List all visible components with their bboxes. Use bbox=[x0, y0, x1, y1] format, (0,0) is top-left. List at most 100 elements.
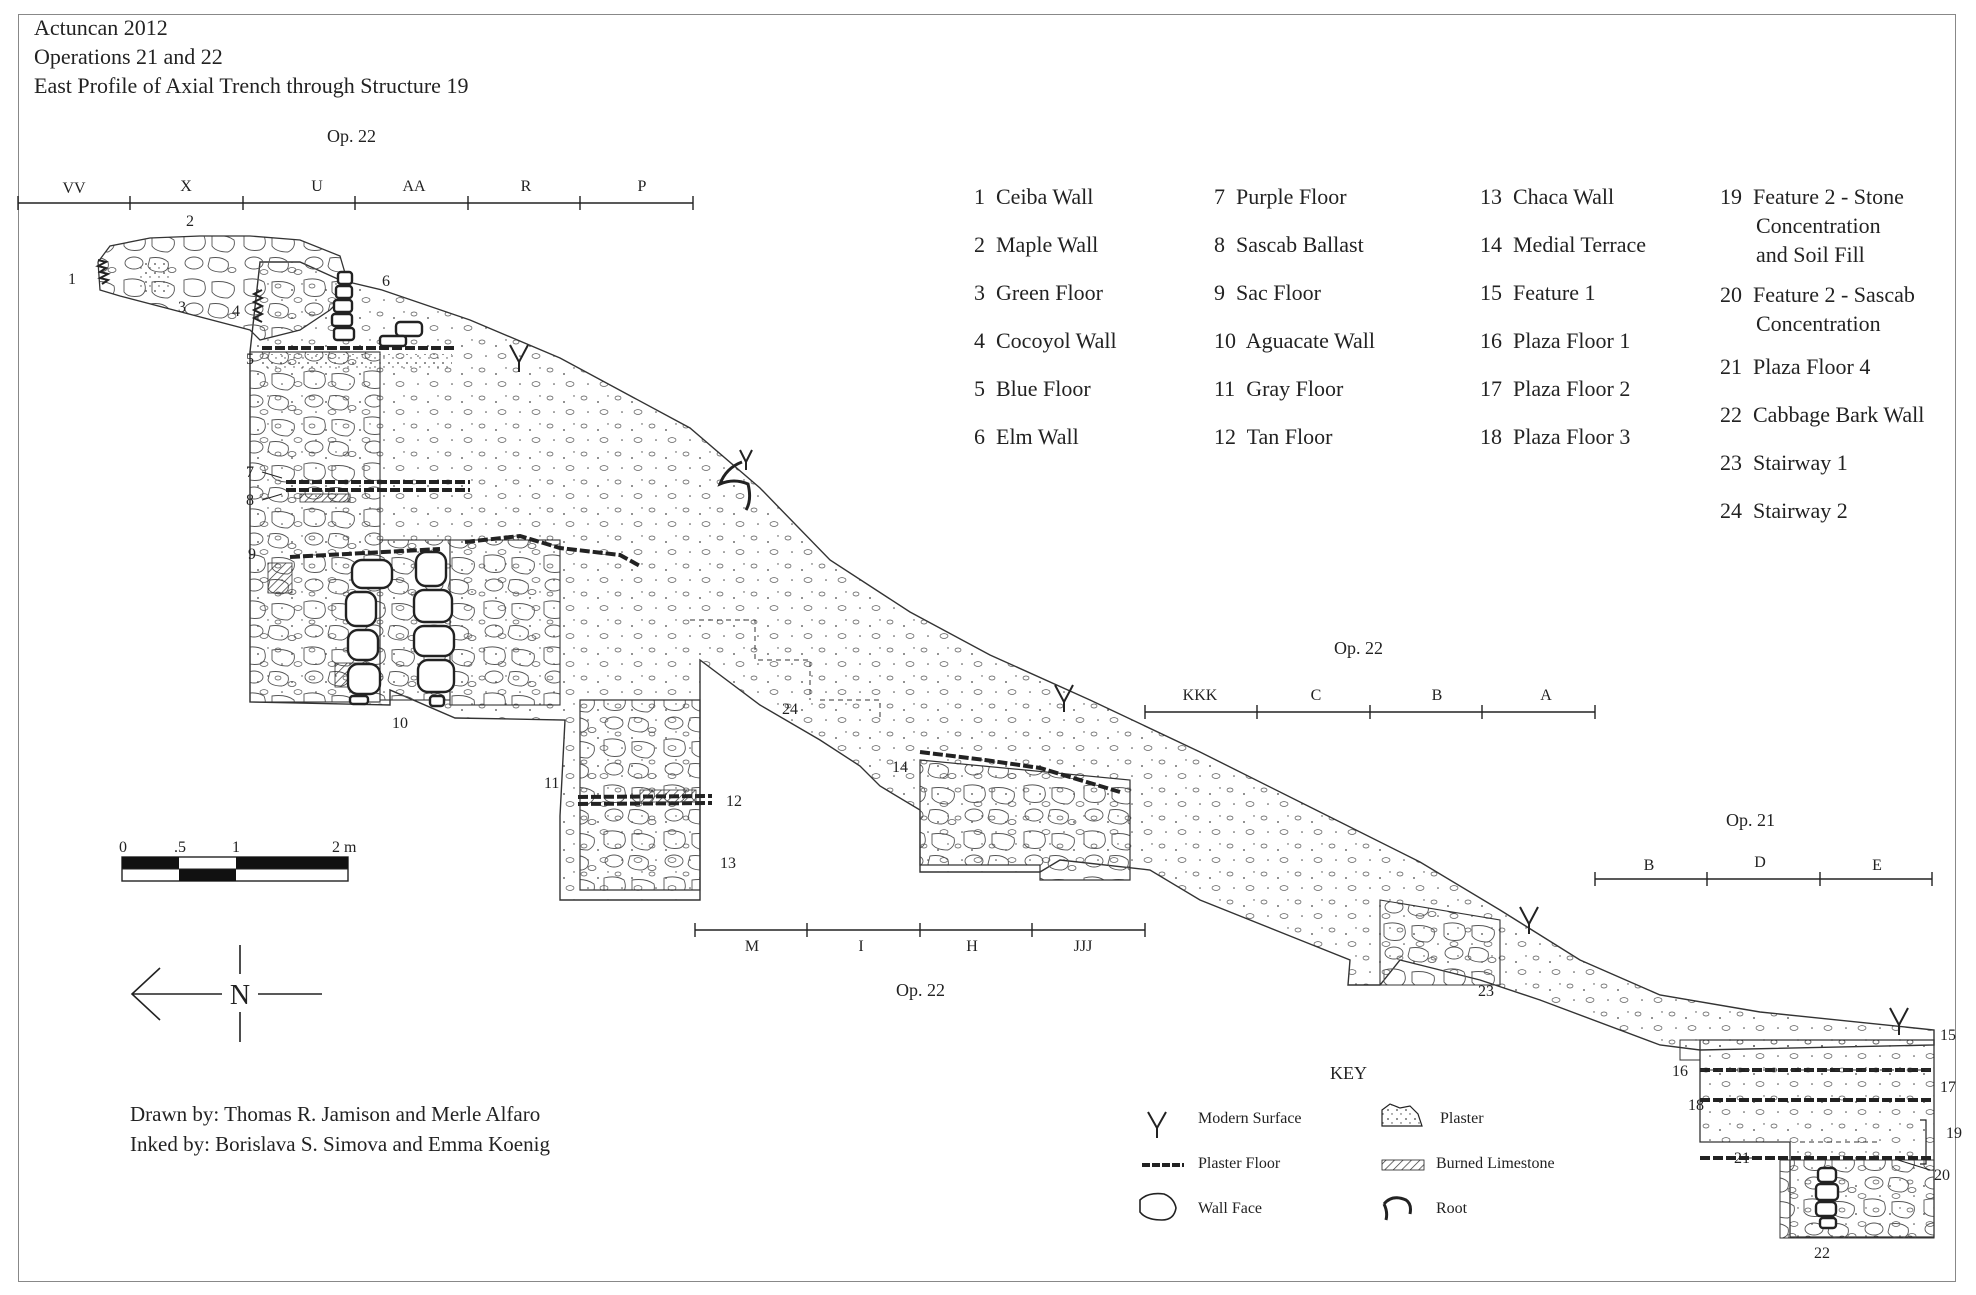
unit-label: B bbox=[1432, 687, 1443, 704]
legend-num: 21 bbox=[1720, 354, 1742, 379]
legend-label: Ceiba Wall bbox=[996, 184, 1094, 209]
op-label-right: Op. 21 bbox=[1726, 810, 1775, 830]
legend-item: 14 Medial Terrace bbox=[1480, 230, 1646, 259]
modern-surface-icon bbox=[1147, 1111, 1167, 1138]
profile-label: 9 bbox=[248, 546, 256, 563]
profile-label: 11 bbox=[544, 775, 559, 792]
legend-label: Feature 2 - Stone bbox=[1753, 184, 1904, 209]
legend-label: Sascab Ballast bbox=[1236, 232, 1364, 257]
unit-label: JJJ bbox=[1074, 938, 1093, 955]
legend-item: 5 Blue Floor bbox=[974, 374, 1091, 403]
profile-label: 23 bbox=[1478, 983, 1494, 1000]
drawing-frame bbox=[18, 14, 1956, 1282]
legend-item: 22 Cabbage Bark Wall bbox=[1720, 400, 1924, 429]
profile-label: 18 bbox=[1688, 1097, 1704, 1114]
legend-label: Plaza Floor 4 bbox=[1753, 354, 1871, 379]
profile-label: 10 bbox=[392, 715, 408, 732]
key-symbols bbox=[1139, 1103, 1425, 1221]
profile-label: 17 bbox=[1940, 1079, 1956, 1096]
scale-tick-0: 0 bbox=[119, 839, 127, 856]
legend-num: 2 bbox=[974, 232, 985, 257]
op-label-mid: Op. 22 bbox=[1334, 638, 1383, 658]
cabbage-bark-wall-stones bbox=[1814, 1166, 1840, 1230]
legend-item: 9 Sac Floor bbox=[1214, 278, 1321, 307]
profile-label: 19 bbox=[1946, 1125, 1962, 1142]
legend-num: 5 bbox=[974, 376, 985, 401]
legend-label: Feature 1 bbox=[1513, 280, 1596, 305]
legend-item: 15 Feature 1 bbox=[1480, 278, 1595, 307]
legend-num: 11 bbox=[1214, 376, 1236, 401]
dashed-boundaries bbox=[690, 619, 1934, 1143]
modern-surface-marks bbox=[509, 344, 1909, 1035]
legend-item: 23 Stairway 1 bbox=[1720, 448, 1848, 477]
title-line-3: East Profile of Axial Trench through Str… bbox=[34, 73, 469, 98]
unit-label: AA bbox=[402, 178, 426, 195]
legend-label: Medial Terrace bbox=[1513, 232, 1647, 257]
root-mark bbox=[739, 449, 753, 470]
key-plaster-label: Plaster bbox=[1440, 1110, 1484, 1127]
profile-label: 1 bbox=[68, 271, 76, 288]
legend-label: Gray Floor bbox=[1246, 376, 1344, 401]
legend-label: Purple Floor bbox=[1236, 184, 1347, 209]
legend-label: Elm Wall bbox=[996, 424, 1079, 449]
burned-limestone-area bbox=[267, 562, 293, 594]
legend-num: 7 bbox=[1214, 184, 1225, 209]
graphic-scale bbox=[121, 856, 349, 882]
profile-label: 6 bbox=[382, 273, 390, 290]
scale-tick-1: 1 bbox=[232, 839, 240, 856]
unit-bar-bottom bbox=[694, 923, 1146, 937]
key-title: KEY bbox=[1330, 1063, 1367, 1083]
legend-num: 8 bbox=[1214, 232, 1225, 257]
unit-label: VV bbox=[62, 180, 86, 197]
unit-label: A bbox=[1540, 687, 1552, 704]
legend-item: 8 Sascab Ballast bbox=[1214, 230, 1364, 259]
legend-num: 12 bbox=[1214, 424, 1236, 449]
wall-face-icon bbox=[1139, 1192, 1177, 1221]
profile-label: 21 bbox=[1734, 1150, 1750, 1167]
plaster-icon bbox=[1381, 1103, 1423, 1127]
legend-num: 13 bbox=[1480, 184, 1502, 209]
profile-label: 8 bbox=[246, 492, 254, 509]
legend-label: Stairway 2 bbox=[1753, 498, 1848, 523]
unit-label: C bbox=[1311, 687, 1322, 704]
legend-label: Cabbage Bark Wall bbox=[1753, 402, 1925, 427]
legend-num: 6 bbox=[974, 424, 985, 449]
legend-label: Plaza Floor 3 bbox=[1513, 424, 1631, 449]
op-label-top: Op. 22 bbox=[327, 126, 376, 146]
root-mark bbox=[717, 460, 752, 511]
legend-num: 24 bbox=[1720, 498, 1742, 523]
north-arrow bbox=[130, 945, 322, 1042]
scale-tick-2: 2 m bbox=[332, 839, 357, 856]
aguacate-wall-stones bbox=[344, 550, 456, 708]
profile-label: 12 bbox=[726, 793, 742, 810]
unit-label: P bbox=[638, 178, 647, 195]
legend-item: 1 Ceiba Wall bbox=[974, 182, 1093, 211]
profile-label: 7 bbox=[246, 464, 254, 481]
legend-label: Plaza Floor 1 bbox=[1513, 328, 1631, 353]
key-root-label: Root bbox=[1436, 1200, 1468, 1217]
profile-label: 20 bbox=[1934, 1167, 1950, 1184]
key-wall-face-label: Wall Face bbox=[1198, 1200, 1263, 1217]
legend-num: 10 bbox=[1214, 328, 1236, 353]
legend-num: 15 bbox=[1480, 280, 1502, 305]
key-plaster-floor-label: Plaster Floor bbox=[1198, 1155, 1281, 1172]
legend-num: 16 bbox=[1480, 328, 1502, 353]
profile-label: 2 bbox=[186, 213, 194, 230]
legend-num: 3 bbox=[974, 280, 985, 305]
unit-label: R bbox=[521, 178, 532, 195]
unit-label: D bbox=[1754, 854, 1766, 871]
legend-label: Aguacate Wall bbox=[1245, 328, 1375, 353]
legend-item: 10 Aguacate Wall bbox=[1214, 326, 1375, 355]
legend-item: 20 Feature 2 - Sascab bbox=[1720, 280, 1915, 309]
scale-tick-half: .5 bbox=[174, 839, 186, 856]
legend-item: 13 Chaca Wall bbox=[1480, 182, 1614, 211]
north-label: N bbox=[230, 980, 250, 1011]
legend-item-cont: Concentration bbox=[1756, 311, 1881, 336]
legend-num: 1 bbox=[974, 184, 985, 209]
legend-label: Stairway 1 bbox=[1753, 450, 1848, 475]
root-icon bbox=[1382, 1196, 1412, 1221]
legend-item: 12 Tan Floor bbox=[1214, 422, 1332, 451]
burned-limestone-area bbox=[299, 493, 351, 503]
legend-num: 17 bbox=[1480, 376, 1502, 401]
